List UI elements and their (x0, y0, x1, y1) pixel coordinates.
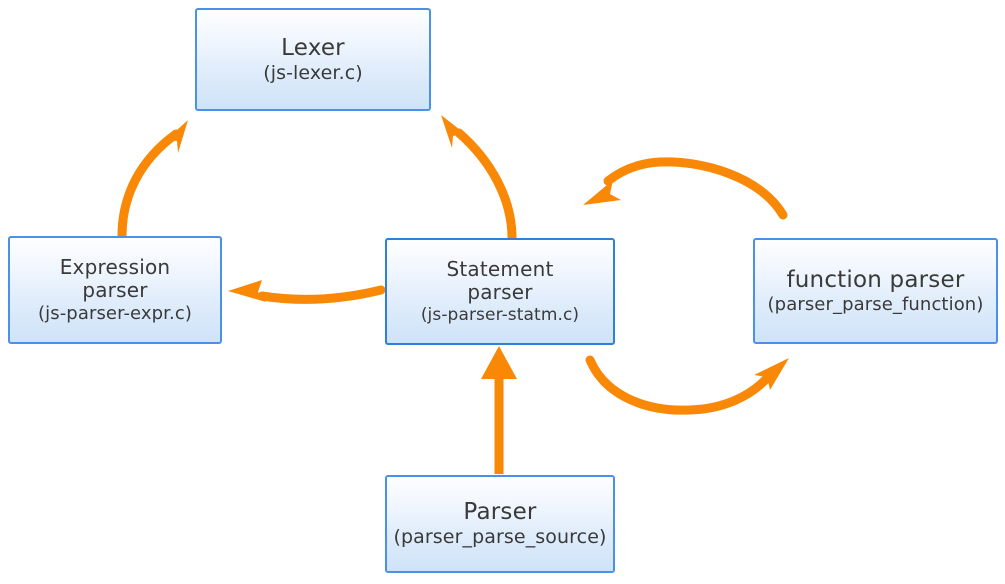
node-function-parser[interactable]: function parser (parser_parse_function) (753, 238, 998, 344)
node-statement-parser-subtitle: (js-parser-statm.c) (420, 305, 580, 326)
node-function-parser-subtitle: (parser_parse_function) (767, 293, 984, 315)
node-statement-parser-title: Statement (446, 256, 554, 281)
arrow-parser-to-statement (481, 346, 517, 474)
node-lexer-title: Lexer (281, 34, 345, 61)
node-statement-parser[interactable]: Statement parser (js-parser-statm.c) (385, 238, 615, 345)
node-parser[interactable]: Parser (parser_parse_source) (385, 475, 615, 573)
node-statement-parser-title-line2: parser (467, 280, 533, 305)
arrow-expression-to-lexer (117, 120, 188, 241)
node-expression-parser[interactable]: Expression parser (js-parser-expr.c) (8, 236, 222, 344)
node-parser-title: Parser (463, 499, 537, 526)
node-expression-parser-subtitle: (js-parser-expr.c) (38, 302, 192, 324)
arrow-statement-to-function (585, 355, 789, 415)
node-parser-subtitle: (parser_parse_source) (393, 526, 607, 549)
node-function-parser-title: function parser (786, 266, 965, 293)
arrow-statement-to-lexer (441, 115, 517, 243)
node-lexer[interactable]: Lexer (js-lexer.c) (195, 8, 431, 111)
node-lexer-subtitle: (js-lexer.c) (263, 61, 363, 84)
arrow-statement-to-expression (228, 280, 386, 304)
arrow-function-to-statement (583, 157, 788, 220)
node-expression-parser-title: Expression (59, 254, 171, 279)
node-expression-parser-title-line2: parser (82, 278, 148, 303)
